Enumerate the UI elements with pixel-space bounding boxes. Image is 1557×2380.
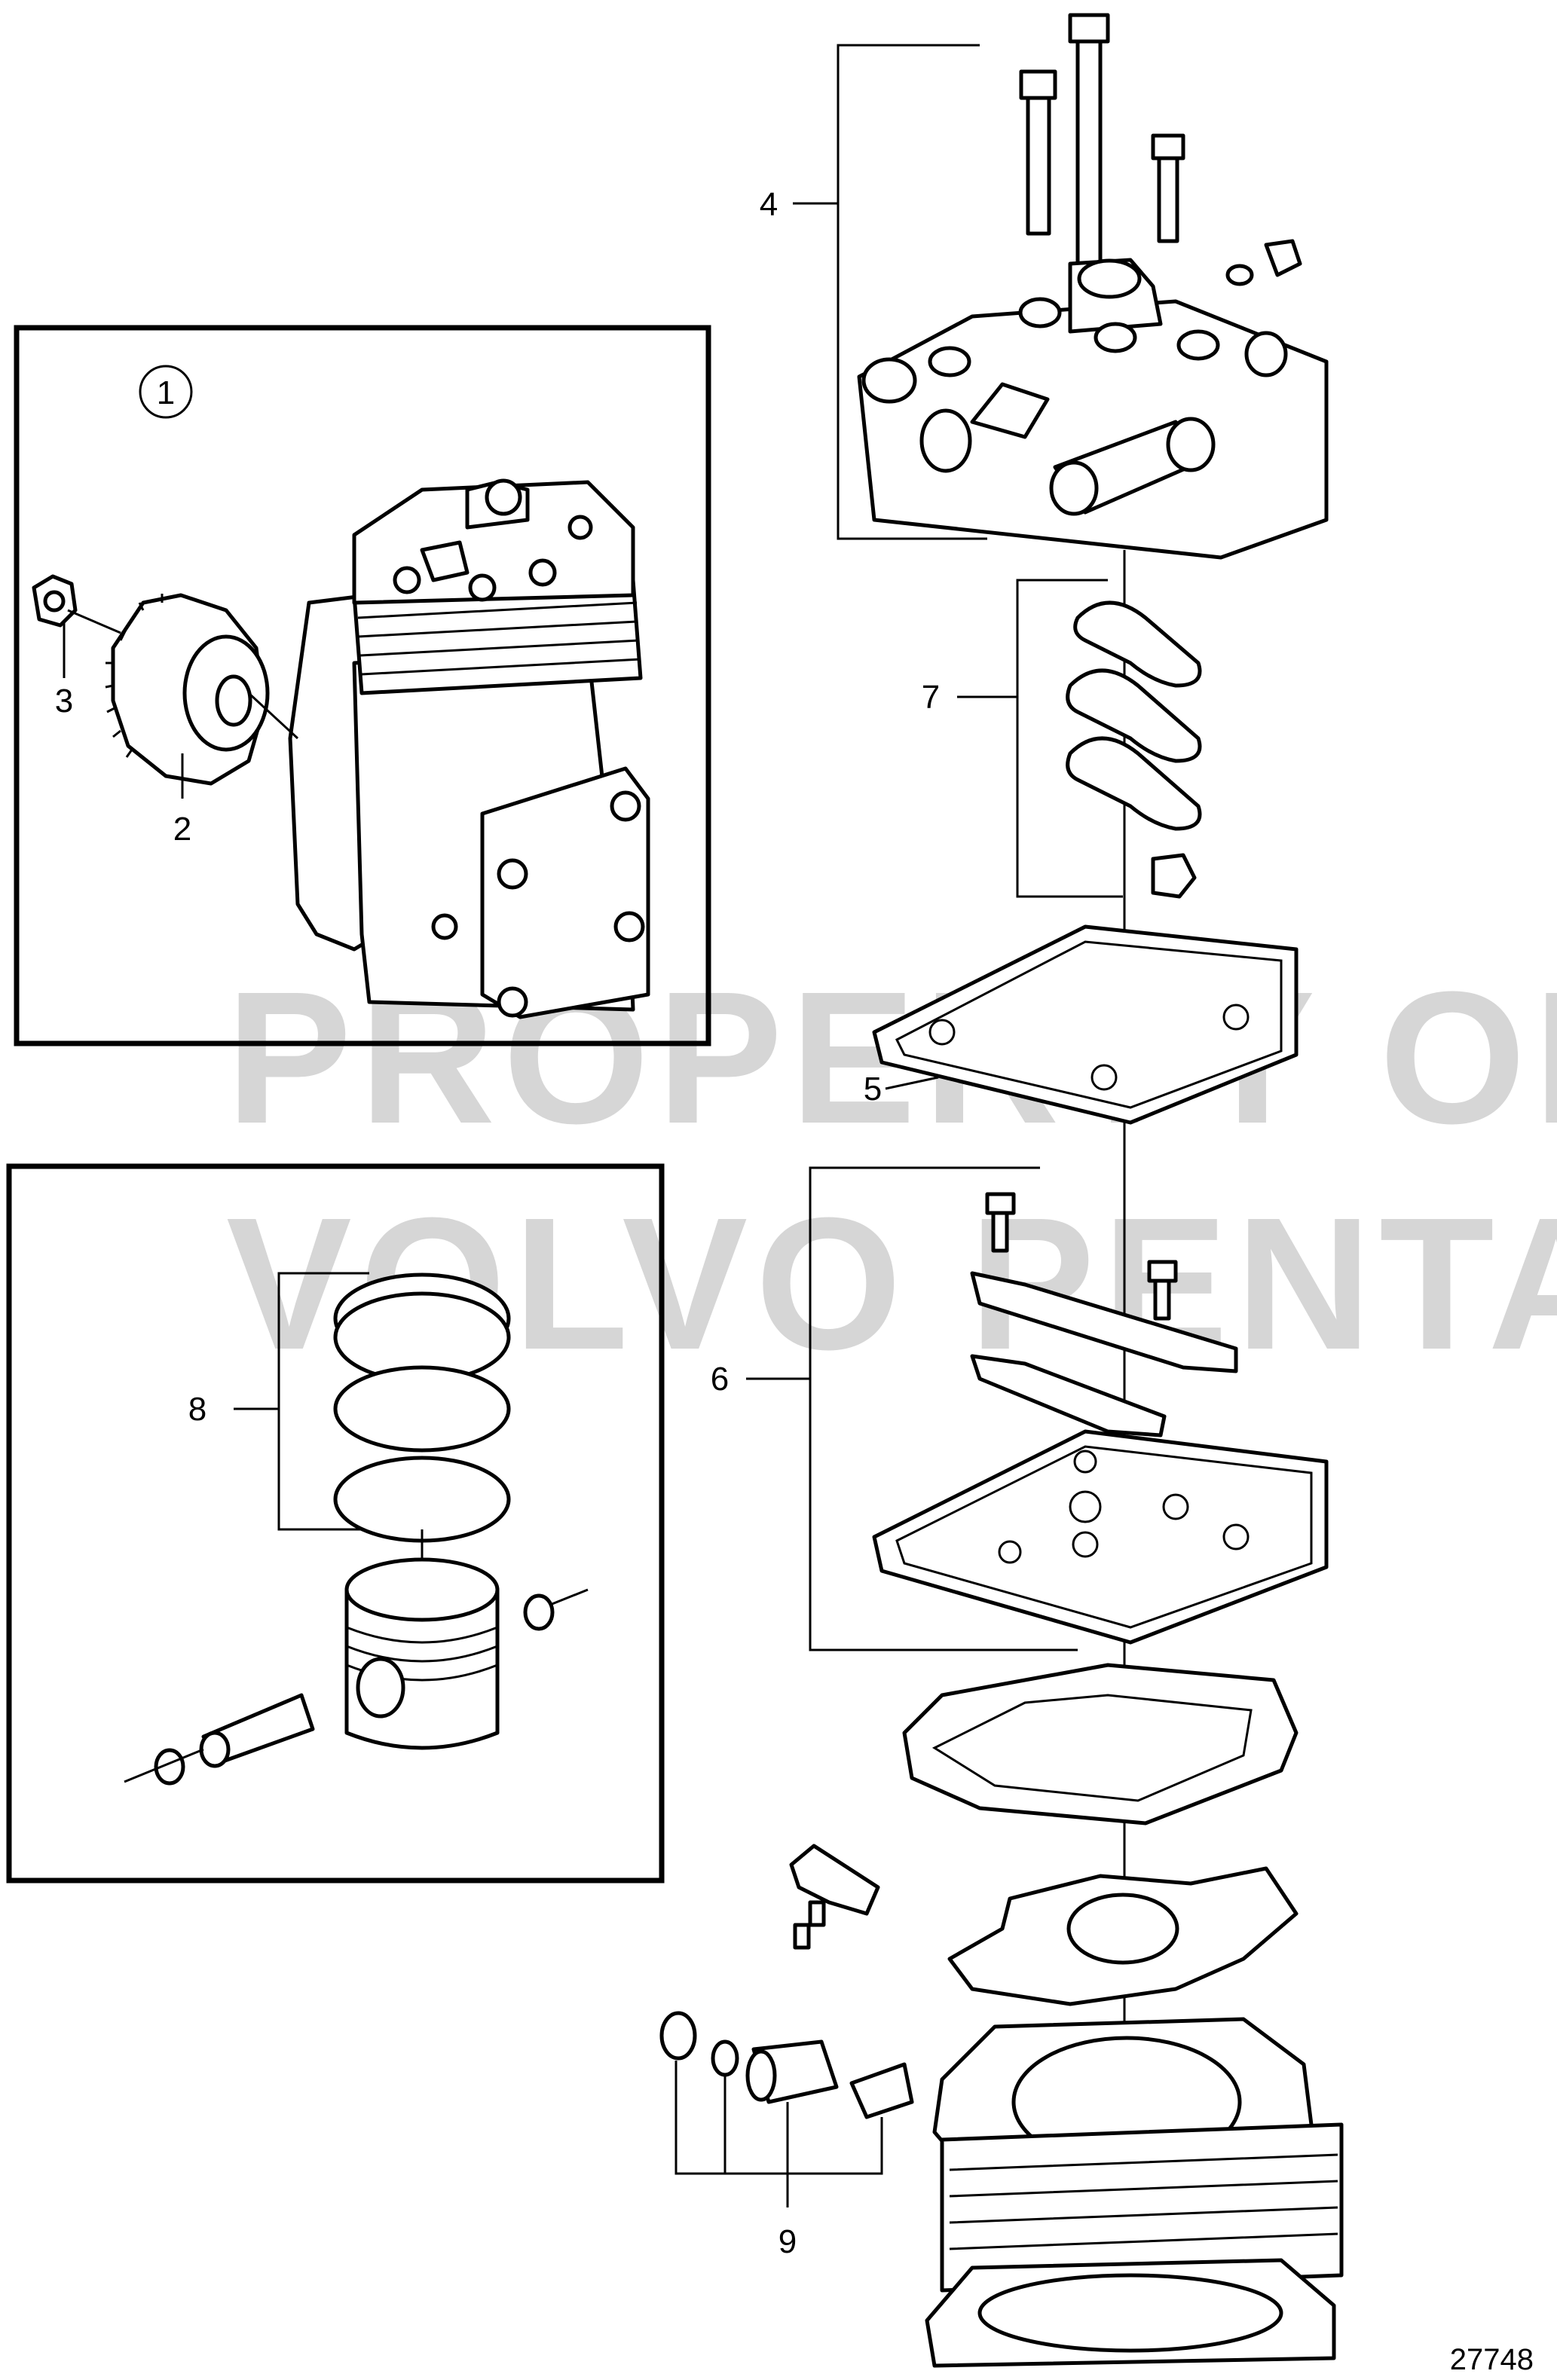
compressor-assembly [288,478,650,1019]
callout-3: 3 [55,683,73,719]
watermark: PROPERTY OF VOLVO PENTA [226,952,1557,1389]
piston-pin [199,1693,315,1768]
callout-4: 4 [760,186,778,223]
valve-reeds [1066,600,1202,899]
bracket-7 [957,579,1123,898]
callout-9: 9 [778,2223,797,2260]
piston-inset-frame [6,1163,665,1884]
callout-5: 5 [864,1071,882,1108]
drive-gear [105,593,270,786]
intermediate-plate [789,1844,1299,2006]
lower-gasket [902,1663,1299,1825]
bracket-8 [234,1272,369,1531]
piston-rings [333,1272,511,1543]
figure-reference-number: 27748 [1450,2343,1534,2376]
callout-7: 7 [922,679,940,716]
circlip-left [154,1748,185,1786]
compressor-inset-frame [14,325,711,1046]
callout-1: 1 [139,365,193,419]
valve-plate-kit [872,1192,1329,1645]
bracket-6 [746,1166,1078,1651]
cylinder-head [857,258,1329,560]
bracket-4 [793,44,987,540]
head-bolts [1019,13,1302,300]
relief-valve-parts [659,2011,914,2119]
bracket-9 [674,2061,883,2207]
callout-8: 8 [188,1391,206,1428]
callout-2: 2 [173,811,191,848]
piston [344,1557,500,1750]
gear-nut [32,574,78,628]
callout-6: 6 [711,1361,729,1398]
svg-text:1: 1 [157,374,175,411]
head-gasket [872,924,1299,1125]
cylinder-block [925,2017,1344,2368]
circlip-right [523,1593,555,1631]
